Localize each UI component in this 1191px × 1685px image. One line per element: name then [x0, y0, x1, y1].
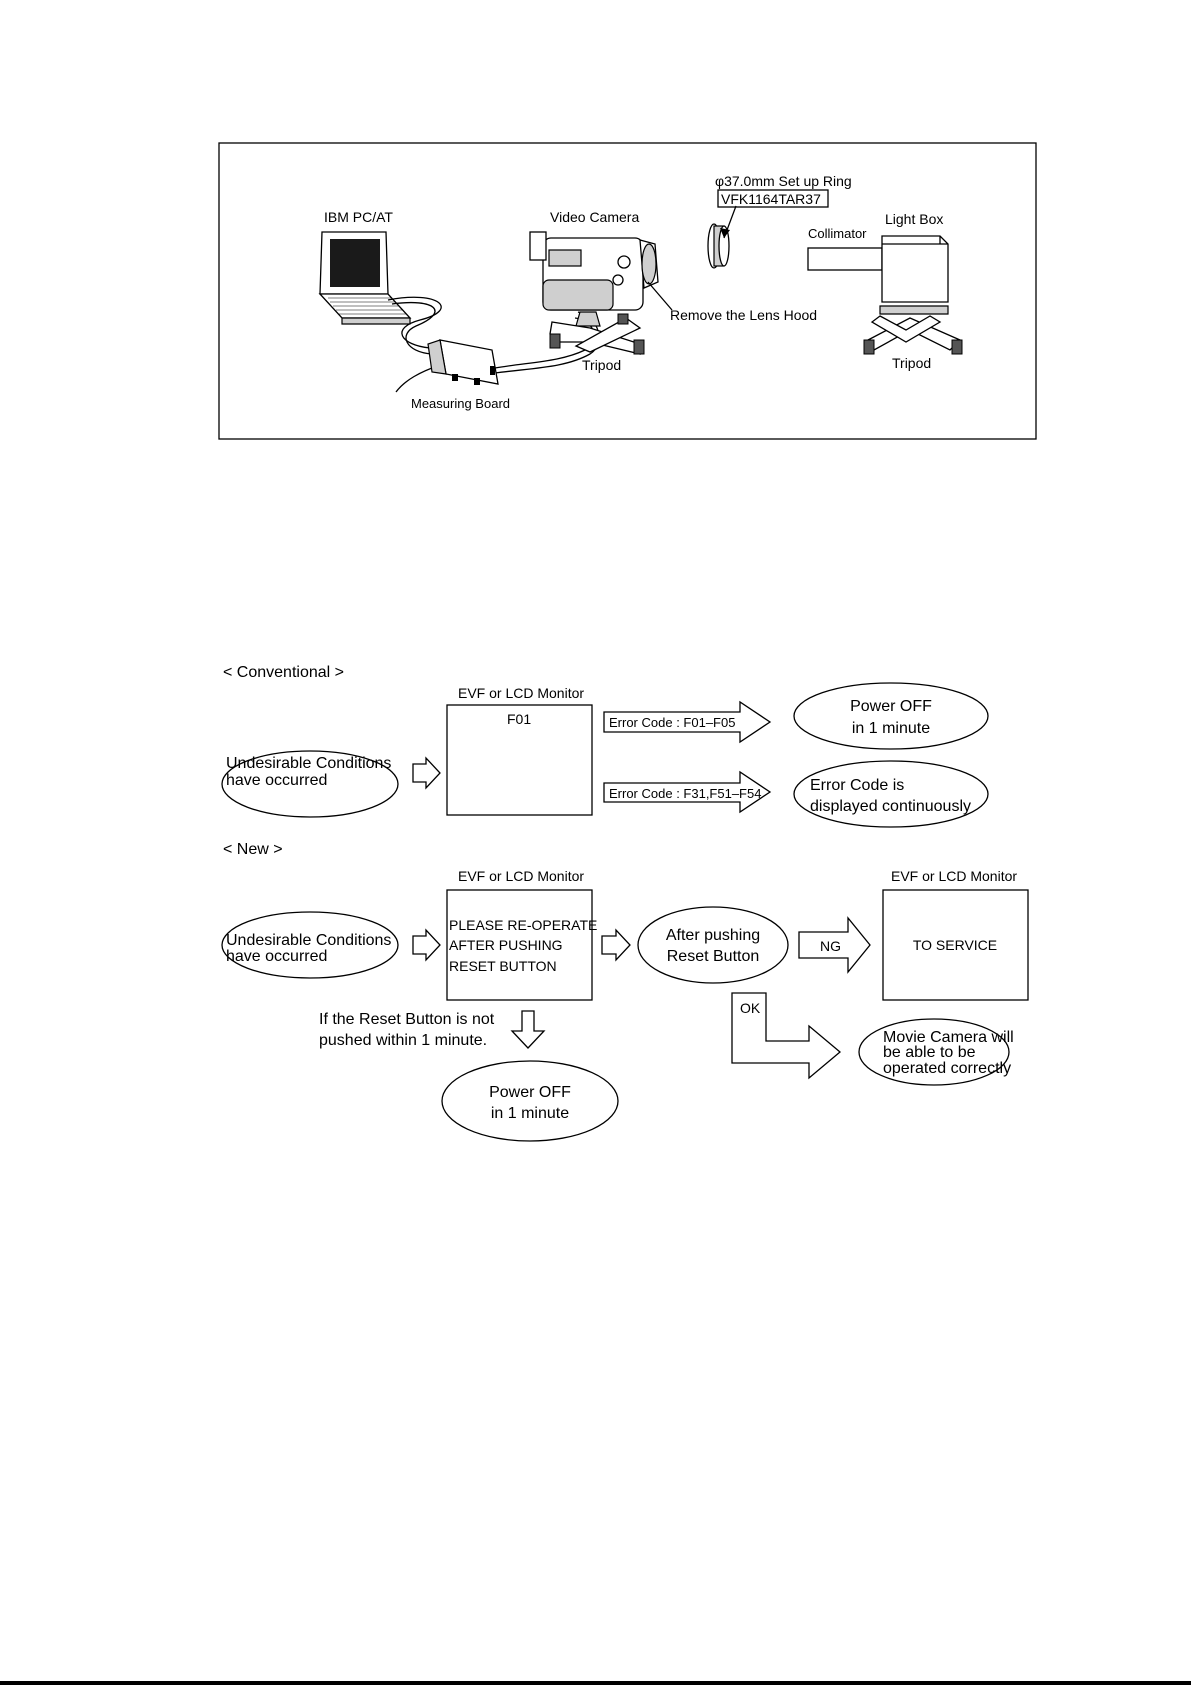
ring-label: φ37.0mm Set up Ring	[715, 173, 852, 189]
arrow-error-f01-f05	[603, 700, 772, 744]
new-poweroff-node	[441, 1060, 619, 1142]
collimator-label: Collimator	[808, 226, 867, 241]
ng-label: NG	[820, 938, 841, 954]
new-arrow-to-reset	[601, 928, 631, 962]
conventional-flow: < Conventional > Undesirable Conditions …	[221, 664, 989, 828]
camera-label: Video Camera	[550, 209, 639, 225]
conventional-errorcode-line2: displayed continuously	[810, 798, 971, 815]
timeout-note-line1: If the Reset Button is not	[319, 1011, 495, 1028]
setup-frame	[218, 142, 1037, 440]
arrow-error-f31-f54-label: Error Code : F31,F51–F54	[609, 786, 761, 801]
new-condition-node	[221, 911, 399, 979]
setup-ring-icon	[707, 223, 730, 269]
correct-line2: be able to be	[883, 1044, 976, 1061]
reset-button-node	[637, 906, 789, 984]
pc-cable-2	[391, 301, 436, 355]
new-monitor-title: EVF or LCD Monitor	[458, 868, 584, 884]
operated-correctly-node	[858, 1018, 1010, 1086]
camera-tripod-icon	[549, 311, 645, 355]
lightbox-tripod-label: Tripod	[892, 355, 931, 371]
new-condition-line1: Undesirable Conditions	[226, 932, 391, 949]
conventional-monitor	[446, 704, 593, 816]
service-monitor-title: EVF or LCD Monitor	[891, 868, 1017, 884]
lightbox-tripod-icon	[863, 305, 963, 355]
ok-arrow	[731, 992, 842, 1080]
conventional-errorcode-line1: Error Code is	[810, 777, 904, 794]
service-text: TO SERVICE	[913, 937, 997, 953]
arrow-error-f01-f05-label: Error Code : F01–F05	[609, 715, 735, 730]
video-camera-icon	[529, 231, 659, 311]
reset-line2: Reset Button	[667, 948, 760, 965]
new-monitor	[446, 889, 593, 1001]
new-flow: < New > Undesirable Conditions have occu…	[221, 841, 1029, 1142]
lightbox-label: Light Box	[885, 211, 943, 227]
ring-part-number: VFK1164TAR37	[721, 191, 821, 207]
new-heading: < New >	[223, 841, 283, 858]
camera-tripod-label: Tripod	[582, 357, 621, 373]
new-arrow-to-monitor	[412, 928, 441, 962]
conventional-monitor-text: F01	[507, 711, 531, 727]
timeout-note-line2: pushed within 1 minute.	[319, 1032, 487, 1049]
new-poweroff-line2: in 1 minute	[491, 1105, 569, 1122]
ng-arrow	[798, 916, 871, 974]
conventional-arrow-to-monitor	[412, 756, 441, 790]
new-monitor-line2: AFTER PUSHING	[449, 937, 563, 953]
new-poweroff-line1: Power OFF	[489, 1084, 571, 1101]
ring-part-box	[717, 189, 829, 208]
conventional-errorcode-node	[793, 760, 989, 828]
pc-label: IBM PC/AT	[324, 209, 393, 225]
reset-line1: After pushing	[666, 927, 760, 944]
correct-line3: operated correctly	[883, 1060, 1011, 1077]
light-box-icon	[807, 235, 949, 303]
conventional-poweroff-line2: in 1 minute	[852, 720, 930, 737]
setup-illustration: φ37.0mm Set up Ring VFK1164TAR37 IBM PC/…	[218, 142, 1037, 440]
conventional-condition-node	[221, 750, 399, 818]
conventional-condition-line2: have occurred	[226, 772, 327, 789]
new-monitor-line1: PLEASE RE-OPERATE	[449, 917, 597, 933]
conventional-poweroff-line1: Power OFF	[850, 698, 932, 715]
correct-line1: Movie Camera will	[883, 1029, 1014, 1046]
new-monitor-line3: RESET BUTTON	[449, 958, 557, 974]
conventional-heading: < Conventional >	[223, 664, 344, 681]
lens-hood-leader	[647, 281, 673, 311]
timeout-arrow	[510, 1010, 546, 1049]
conventional-condition-line1: Undesirable Conditions	[226, 755, 391, 772]
page-bottom-border	[0, 1681, 1191, 1685]
measuring-board-label: Measuring Board	[411, 396, 510, 411]
ok-label: OK	[740, 1000, 761, 1016]
conventional-poweroff-node	[793, 682, 989, 750]
lens-hood-label: Remove the Lens Hood	[670, 307, 817, 323]
new-condition-line2: have occurred	[226, 948, 327, 965]
arrow-error-f31-f54	[603, 770, 772, 814]
conventional-monitor-title: EVF or LCD Monitor	[458, 685, 584, 701]
laptop-icon	[318, 231, 412, 325]
measuring-board-icon	[427, 339, 499, 385]
service-monitor	[882, 889, 1029, 1001]
